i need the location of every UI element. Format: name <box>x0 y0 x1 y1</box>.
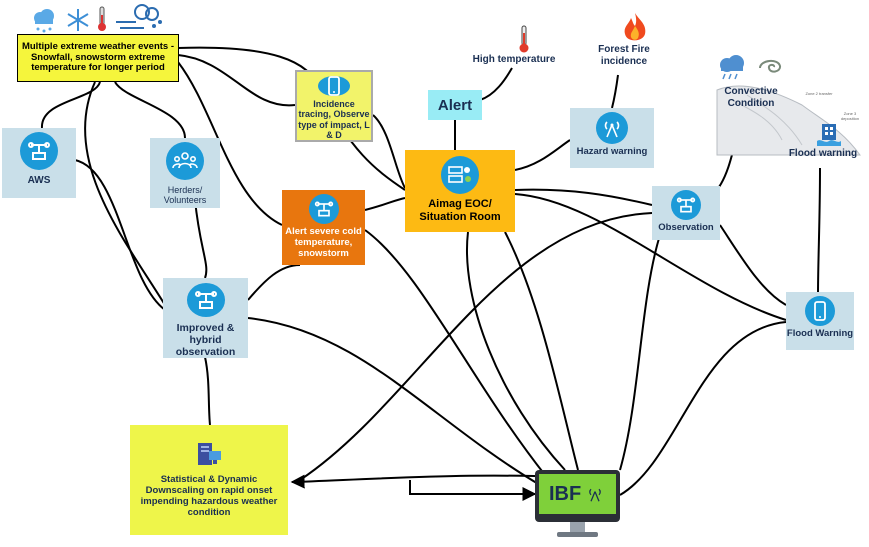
ibf-screen: IBF <box>535 470 620 522</box>
link-herders-improved <box>194 199 208 279</box>
link-observation-flood <box>719 224 787 306</box>
herders-box[interactable]: Herders/ Volunteers <box>150 138 220 208</box>
hazard-warning-box[interactable]: Hazard warning <box>570 108 654 168</box>
eoc-box[interactable]: Aimag EOC/ Situation Room <box>405 150 515 232</box>
weather-station-icon <box>308 194 339 224</box>
aws-box[interactable]: AWS <box>2 128 76 198</box>
link-eoc-observation <box>514 188 653 206</box>
zone2-label: Zone 2 transfer <box>805 91 833 96</box>
ibf-label: IBF <box>549 482 582 505</box>
link-firel-hazard <box>611 74 619 109</box>
link-eoc-floodwarning <box>514 193 787 321</box>
link-eoc-ibf-a <box>466 231 566 471</box>
alert-cold-box[interactable]: Alert severe cold temperature, snowstorm <box>282 190 365 265</box>
flooded-building-icon <box>817 124 841 146</box>
convective-label: Convective Condition <box>724 86 778 109</box>
zone3-label: Zone 3 deposition <box>840 111 860 121</box>
flood-warning-box[interactable]: Flood Warning <box>786 292 854 350</box>
link-flood-ibf <box>619 321 787 496</box>
link-events-aws <box>40 81 101 129</box>
rain-cloud-icon <box>720 55 744 80</box>
link-alert-hightemp <box>479 67 513 101</box>
weather-station-icon <box>186 283 225 317</box>
link-events-herders <box>114 81 186 139</box>
link-observation-ibf <box>619 234 661 471</box>
wind-swirl-icon <box>759 60 782 73</box>
link-improved-statistical <box>204 356 211 426</box>
hazard-warning-label: Hazard warning <box>576 146 648 157</box>
people-group-icon <box>166 142 204 180</box>
statistical-label: Statistical & Dynamic Downscaling on rap… <box>140 474 278 518</box>
link-incidence-eoc <box>372 114 406 189</box>
link-alertcold-eoc <box>364 197 406 211</box>
link-events-incidence <box>177 54 296 107</box>
link-alertcold-ibf <box>364 229 546 476</box>
alert-box[interactable]: Alert <box>428 90 482 120</box>
ibf-monitor[interactable]: IBF <box>535 470 620 540</box>
high-temperature-label: High temperature <box>472 54 556 65</box>
link-eoc-hazard <box>514 139 571 171</box>
incidence-label: Incidence tracing, Observe type of impac… <box>298 99 370 141</box>
signal-tower-icon <box>589 488 602 502</box>
flame-icon <box>624 13 646 41</box>
monitor-stand <box>570 522 585 532</box>
link-observation-statistical <box>299 212 653 481</box>
herders-label: Herders/ Volunteers <box>163 185 207 206</box>
flood-warning-top-label: Flood warning <box>788 148 858 159</box>
improved-observation-box[interactable]: Improved & hybrid observation <box>163 278 248 358</box>
extreme-events-box[interactable]: Multiple extreme weather events - Snowfa… <box>17 34 179 82</box>
weather-station-icon <box>671 190 701 220</box>
weather-icons-group <box>30 2 180 34</box>
signal-tower-icon <box>596 112 628 144</box>
link-floodtop-flood <box>817 167 821 296</box>
mobile-phone-icon <box>805 296 835 326</box>
snow-cloud-icon <box>34 9 54 33</box>
improved-observation-label: Improved & hybrid observation <box>175 321 236 358</box>
server-network-icon <box>441 156 479 194</box>
wind-snow-icon <box>116 4 162 29</box>
incidence-box[interactable]: Incidence tracing, Observe type of impac… <box>295 70 373 142</box>
forest-fire-label: Forest Fire incidence <box>598 44 650 67</box>
thermometer-icon <box>519 25 529 53</box>
link-eoc-ibf-b <box>504 231 579 471</box>
aws-label: AWS <box>27 175 51 186</box>
thermometer-small-icon <box>98 6 106 31</box>
observation-box[interactable]: Observation <box>652 186 720 240</box>
statistical-box[interactable]: Statistical & Dynamic Downscaling on rap… <box>130 425 288 535</box>
link-events-alertcold <box>177 61 283 226</box>
convective-illustration: Convective Condition Zone 2 transfer Zon… <box>712 50 862 165</box>
computer-tower-icon <box>198 443 221 466</box>
monitor-base <box>557 532 598 537</box>
mobile-phone-icon <box>318 76 350 96</box>
alert-label: Alert <box>437 96 473 114</box>
observation-label: Observation <box>658 222 714 233</box>
alert-cold-label: Alert severe cold temperature, snowstorm <box>285 226 362 259</box>
arrow-to-ibf <box>409 480 537 501</box>
link-improved-ibf <box>247 317 541 486</box>
link-events-improved <box>84 81 166 306</box>
snowflake-icon <box>67 9 89 31</box>
flood-warning-label: Flood Warning <box>786 328 854 339</box>
eoc-label: Aimag EOC/ Situation Room <box>419 198 501 223</box>
weather-station-icon <box>20 132 58 170</box>
link-improved-alertcold <box>247 264 301 301</box>
extreme-events-label: Multiple extreme weather events - Snowfa… <box>21 40 175 74</box>
link-aws-improved <box>74 159 166 311</box>
